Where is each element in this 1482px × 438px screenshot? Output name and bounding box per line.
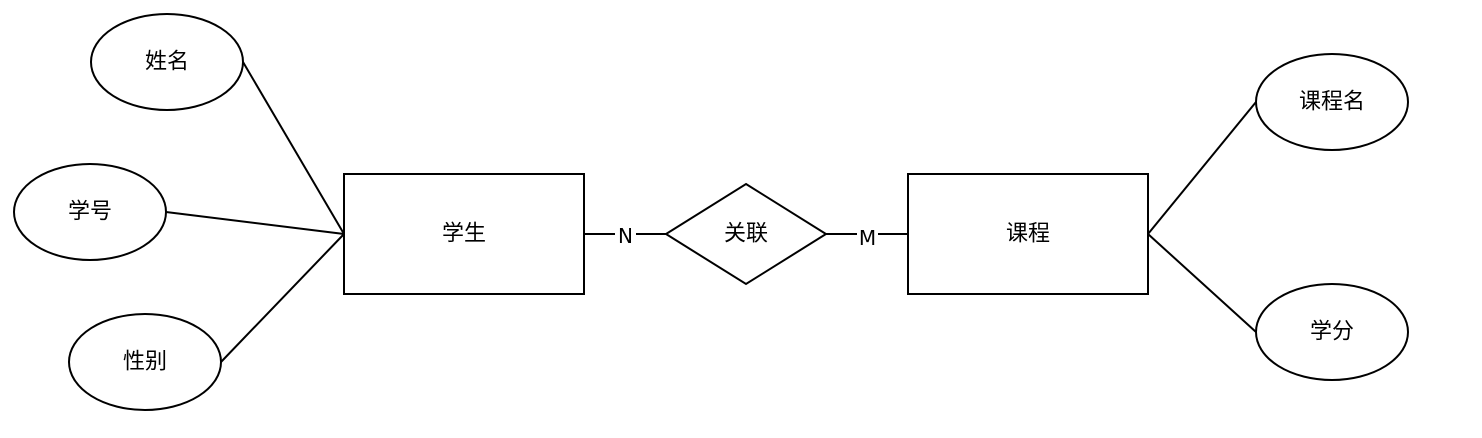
edge-course-credit	[1147, 233, 1257, 333]
entity-course-label: 课程	[1006, 222, 1050, 247]
attribute-credit: 学分	[1255, 283, 1409, 381]
entity-student: 学生	[343, 173, 585, 295]
attribute-gender: 性别	[68, 313, 222, 411]
entity-student-label: 学生	[442, 222, 486, 247]
attribute-name-label: 姓名	[145, 50, 189, 75]
attribute-course-name: 课程名	[1255, 53, 1409, 151]
edge-course-coursename	[1147, 101, 1257, 235]
cardinality-n: N	[618, 224, 633, 248]
entity-course: 课程	[907, 173, 1149, 295]
attribute-course-name-label: 课程名	[1299, 90, 1365, 115]
relationship-diamond: 关联	[664, 182, 828, 286]
relationship-label: 关联	[724, 222, 768, 247]
attribute-gender-label: 性别	[123, 350, 167, 375]
edge-id-student	[165, 211, 345, 235]
edge-gender-student	[220, 233, 345, 363]
attribute-student-id-label: 学号	[68, 200, 112, 225]
attribute-name: 姓名	[90, 13, 244, 111]
cardinality-m: M	[859, 226, 876, 250]
edge-name-student	[242, 61, 345, 235]
attribute-credit-label: 学分	[1310, 320, 1354, 345]
attribute-student-id: 学号	[13, 163, 167, 261]
